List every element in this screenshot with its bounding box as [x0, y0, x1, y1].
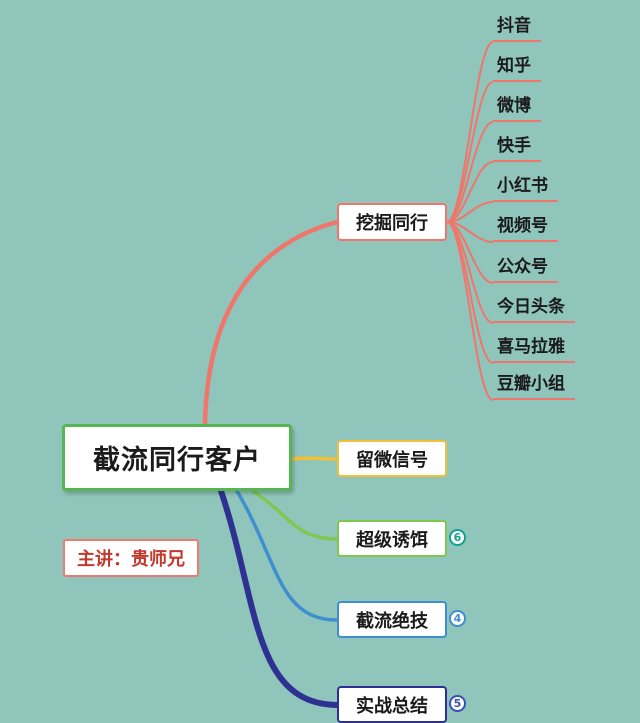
leaf-node-shipinhao[interactable]: 视频号 — [493, 214, 558, 242]
branch-curve-summary — [218, 488, 340, 708]
branch-curve-wechat — [290, 456, 339, 461]
presenter-note-label: 主讲：贵师兄 — [77, 549, 185, 570]
leaf-connector-douban — [446, 221, 494, 401]
leaf-connector-zhihu — [446, 81, 494, 223]
leaf-connector-weibo — [446, 121, 494, 223]
branch-label: 留微信号 — [356, 449, 428, 471]
leaf-connector-ximalaya — [446, 221, 494, 364]
presenter-note-node[interactable]: 主讲：贵师兄 — [63, 539, 199, 577]
leaf-node-ximalaya[interactable]: 喜马拉雅 — [493, 335, 575, 363]
collapsed-count-badge-summary[interactable]: 5 — [449, 695, 466, 712]
branch-curve-dig — [202, 219, 340, 427]
branch-label: 超级诱饵 — [356, 529, 428, 551]
leaf-node-xiaohongshu[interactable]: 小红书 — [493, 174, 558, 202]
branch-node-leave-wechat[interactable]: 留微信号 — [337, 440, 447, 477]
leaf-node-gongzhonghao[interactable]: 公众号 — [493, 255, 558, 283]
collapsed-count-badge-bait[interactable]: 6 — [449, 529, 466, 546]
branch-label: 挖掘同行 — [356, 213, 428, 234]
leaf-connector-kuaishou — [446, 161, 494, 223]
leaf-node-douyin[interactable]: 抖音 — [493, 14, 541, 42]
branch-curve-bait — [251, 489, 339, 541]
leaf-node-zhihu[interactable]: 知乎 — [493, 54, 541, 82]
root-topic-label: 截流同行客户 — [93, 445, 261, 476]
leaf-connector-douyin — [446, 41, 494, 223]
leaf-node-douban[interactable]: 豆瓣小组 — [493, 372, 575, 400]
branch-label: 实战总结 — [356, 695, 428, 717]
branch-node-super-bait[interactable]: 超级诱饵 — [337, 520, 447, 557]
collapsed-count-badge-skill[interactable]: 4 — [449, 610, 466, 627]
leaf-node-toutiao[interactable]: 今日头条 — [493, 295, 575, 323]
leaf-node-kuaishou[interactable]: 快手 — [493, 134, 541, 162]
branch-curve-skill — [235, 489, 339, 622]
branch-label: 截流绝技 — [356, 610, 428, 632]
branch-node-dig-competitors[interactable]: 挖掘同行 — [337, 203, 447, 241]
branch-node-interception-skills[interactable]: 截流绝技 — [337, 601, 447, 638]
branch-node-practice-summary[interactable]: 实战总结 — [337, 686, 447, 723]
leaf-node-weibo[interactable]: 微博 — [493, 94, 541, 122]
root-topic-node[interactable]: 截流同行客户 — [62, 424, 292, 491]
